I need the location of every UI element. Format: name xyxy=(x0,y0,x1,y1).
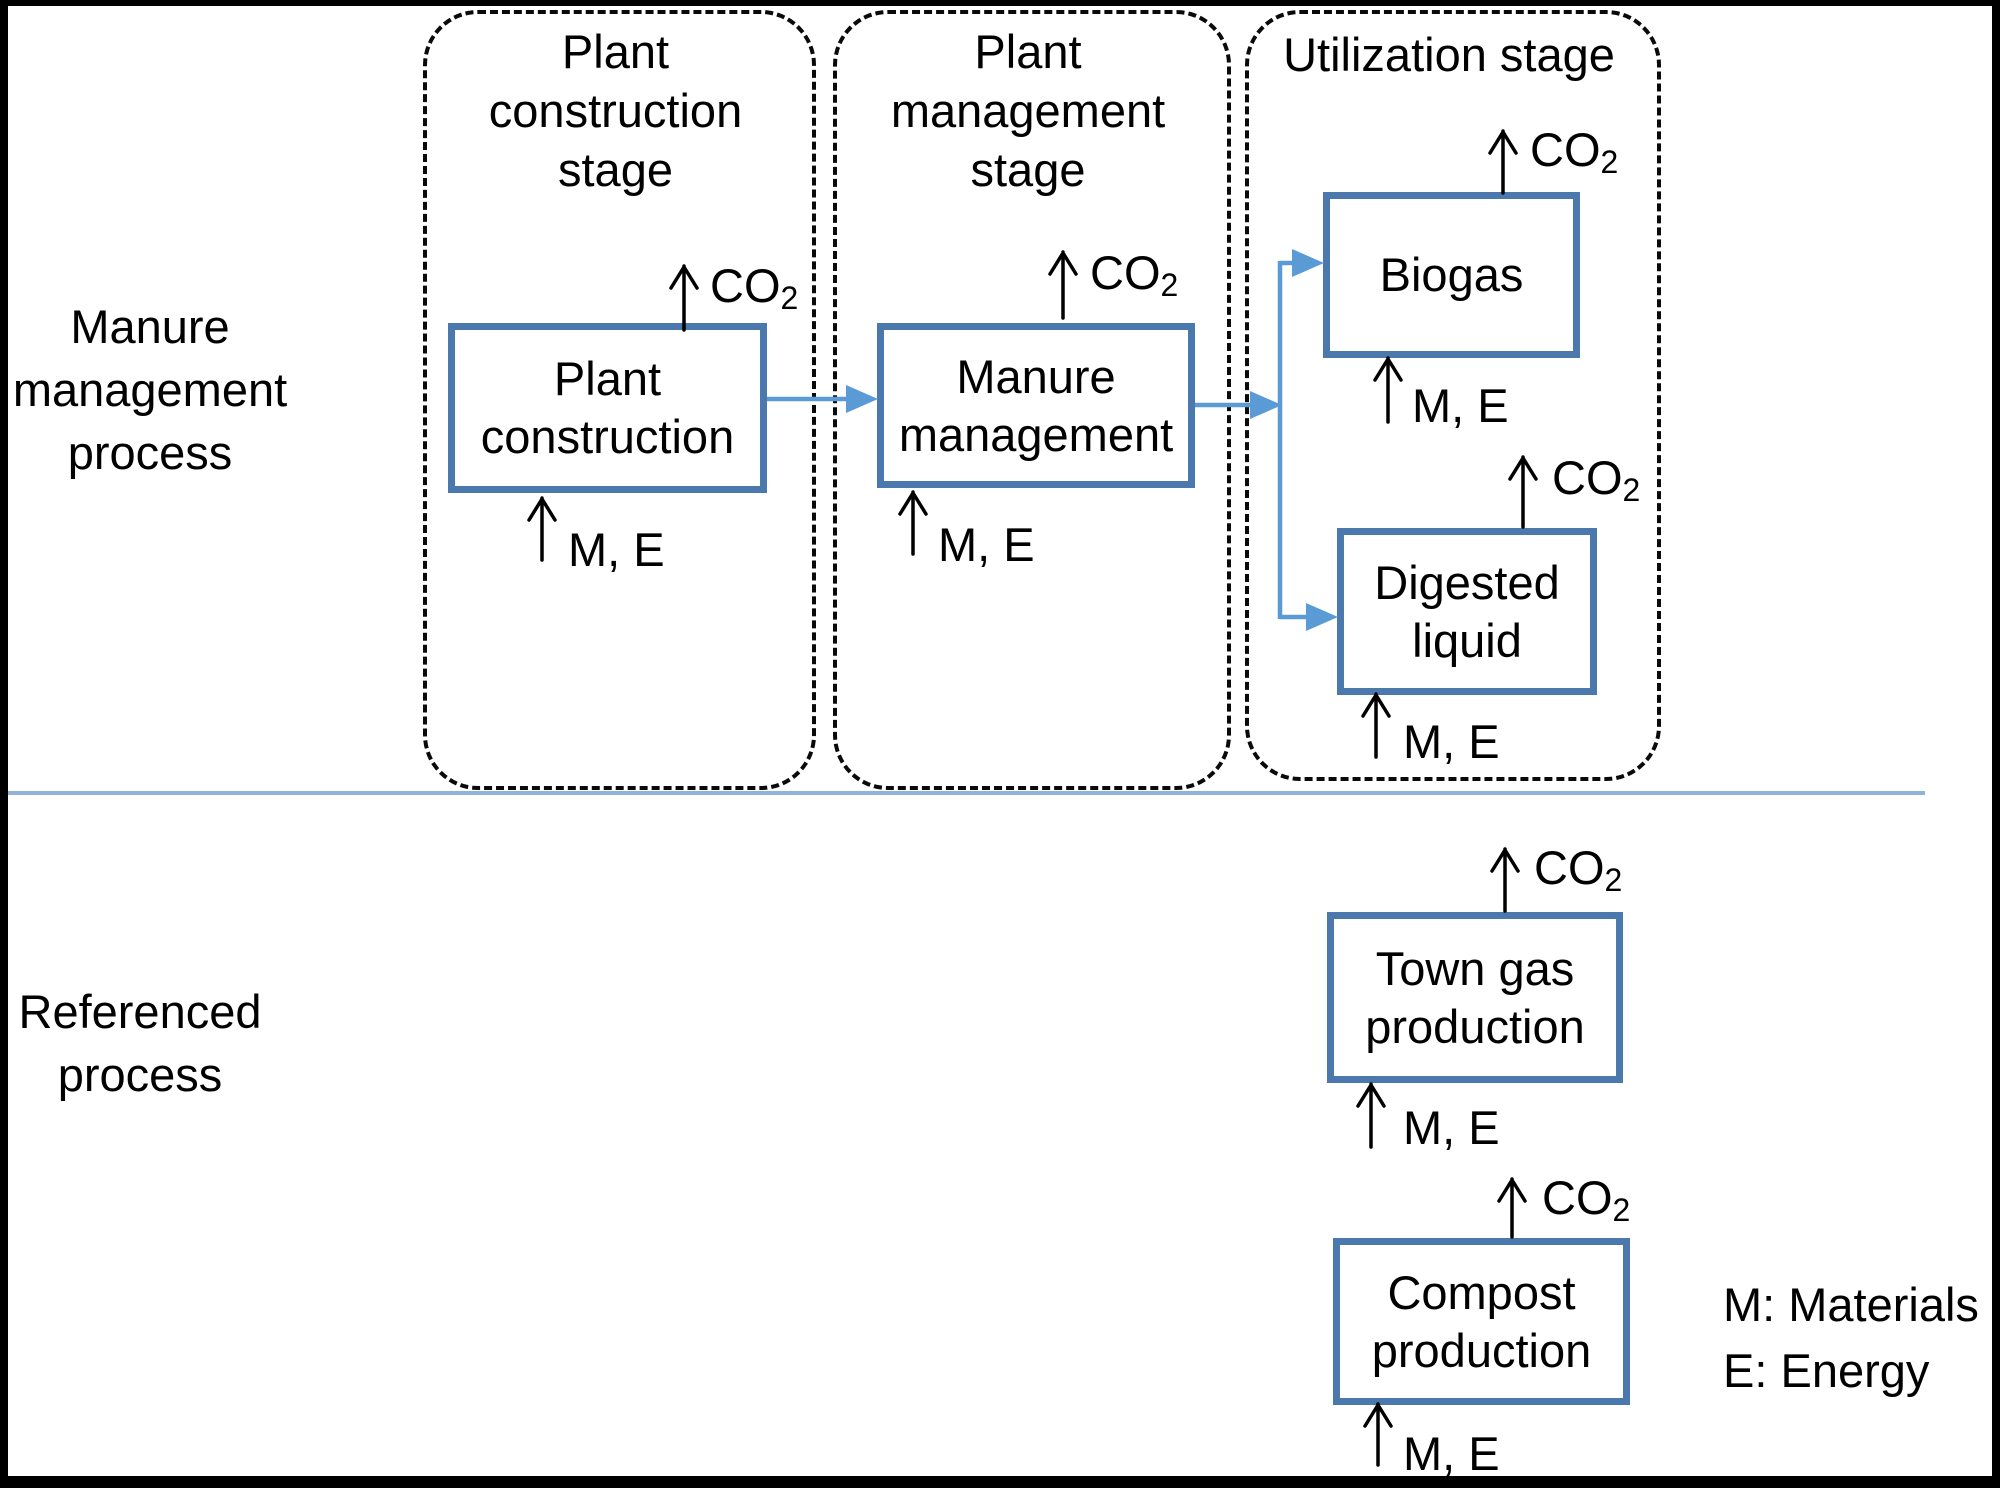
materials-energy-up-arrow xyxy=(1363,1402,1393,1467)
box-label-line: Manure xyxy=(956,349,1116,403)
co2-text: CO xyxy=(1530,123,1601,176)
box-label-line: Town gas xyxy=(1375,941,1575,995)
box-label-line: Biogas xyxy=(1379,248,1524,301)
legend-materials: M: Materials xyxy=(1723,1278,1979,1331)
row-label-line: process xyxy=(67,426,233,479)
box-compost-production: Compost production xyxy=(1333,1238,1630,1405)
co2-label: CO2 xyxy=(1534,840,1623,899)
co2-up-arrow xyxy=(1497,1177,1527,1239)
materials-energy-label: M, E xyxy=(568,523,665,576)
process-divider-line xyxy=(8,791,1925,795)
stage-title-plant-construction: Plant construction stage xyxy=(423,22,808,199)
co2-label: CO2 xyxy=(710,258,799,317)
materials-energy-label: M, E xyxy=(1412,379,1509,432)
row-label-line: process xyxy=(57,1048,223,1101)
stage-title-plant-management: Plant management stage xyxy=(833,22,1223,199)
co2-subscript: 2 xyxy=(780,280,799,317)
box-biogas: Biogas xyxy=(1323,192,1580,358)
box-label-line: Digested xyxy=(1374,555,1560,609)
co2-text: CO xyxy=(1542,1171,1613,1224)
box-label-line: production xyxy=(1365,999,1585,1053)
manure-management-process-label: Manure management process xyxy=(0,295,300,484)
box-label-line: Compost xyxy=(1387,1265,1576,1319)
box-digested-liquid: Digested liquid xyxy=(1337,528,1597,695)
stage-title-line: Utilization stage xyxy=(1283,28,1615,81)
stage-title-line: stage xyxy=(970,143,1086,196)
stage-title-line: Plant xyxy=(974,25,1082,78)
legend-energy: E: Energy xyxy=(1723,1344,1930,1397)
row-label-line: Manure xyxy=(70,300,230,353)
box-label-line: liquid xyxy=(1412,613,1522,667)
co2-text: CO xyxy=(710,259,781,312)
row-label-line: management xyxy=(12,363,288,416)
box-manure-management: Manure management xyxy=(877,323,1195,488)
legend: M: Materials E: Energy xyxy=(1723,1272,1979,1404)
materials-energy-label: M, E xyxy=(938,518,1035,571)
co2-label: CO2 xyxy=(1552,450,1641,509)
stage-title-line: Plant xyxy=(561,25,670,78)
stage-utilization xyxy=(1245,10,1661,781)
co2-subscript: 2 xyxy=(1622,472,1641,509)
materials-energy-up-arrow xyxy=(1356,1082,1386,1149)
materials-energy-label: M, E xyxy=(1403,715,1500,768)
stage-title-utilization: Utilization stage xyxy=(1245,25,1653,84)
box-label-line: management xyxy=(898,407,1174,461)
co2-subscript: 2 xyxy=(1600,144,1619,181)
co2-label: CO2 xyxy=(1542,1170,1631,1229)
box-label-line: Plant xyxy=(553,352,662,405)
co2-subscript: 2 xyxy=(1612,1192,1631,1229)
co2-subscript: 2 xyxy=(1160,267,1179,304)
box-label-line: production xyxy=(1371,1323,1592,1377)
box-label-line: construction xyxy=(480,410,735,463)
co2-text: CO xyxy=(1090,246,1161,299)
box-town-gas-production: Town gas production xyxy=(1327,912,1623,1083)
co2-text: CO xyxy=(1534,841,1605,894)
co2-label: CO2 xyxy=(1090,245,1179,304)
stage-title-line: management xyxy=(890,84,1166,137)
materials-energy-label: M, E xyxy=(1403,1427,1500,1480)
materials-energy-label: M, E xyxy=(1403,1101,1500,1154)
stage-title-line: stage xyxy=(558,143,673,196)
co2-subscript: 2 xyxy=(1604,862,1623,899)
box-plant-construction: Plant construction xyxy=(448,323,767,493)
co2-up-arrow xyxy=(1490,847,1520,913)
row-label-line: Referenced xyxy=(18,985,262,1038)
co2-text: CO xyxy=(1552,451,1623,504)
stage-title-line: construction xyxy=(488,84,743,137)
co2-label: CO2 xyxy=(1530,122,1619,181)
referenced-process-label: Referenced process xyxy=(0,980,280,1106)
